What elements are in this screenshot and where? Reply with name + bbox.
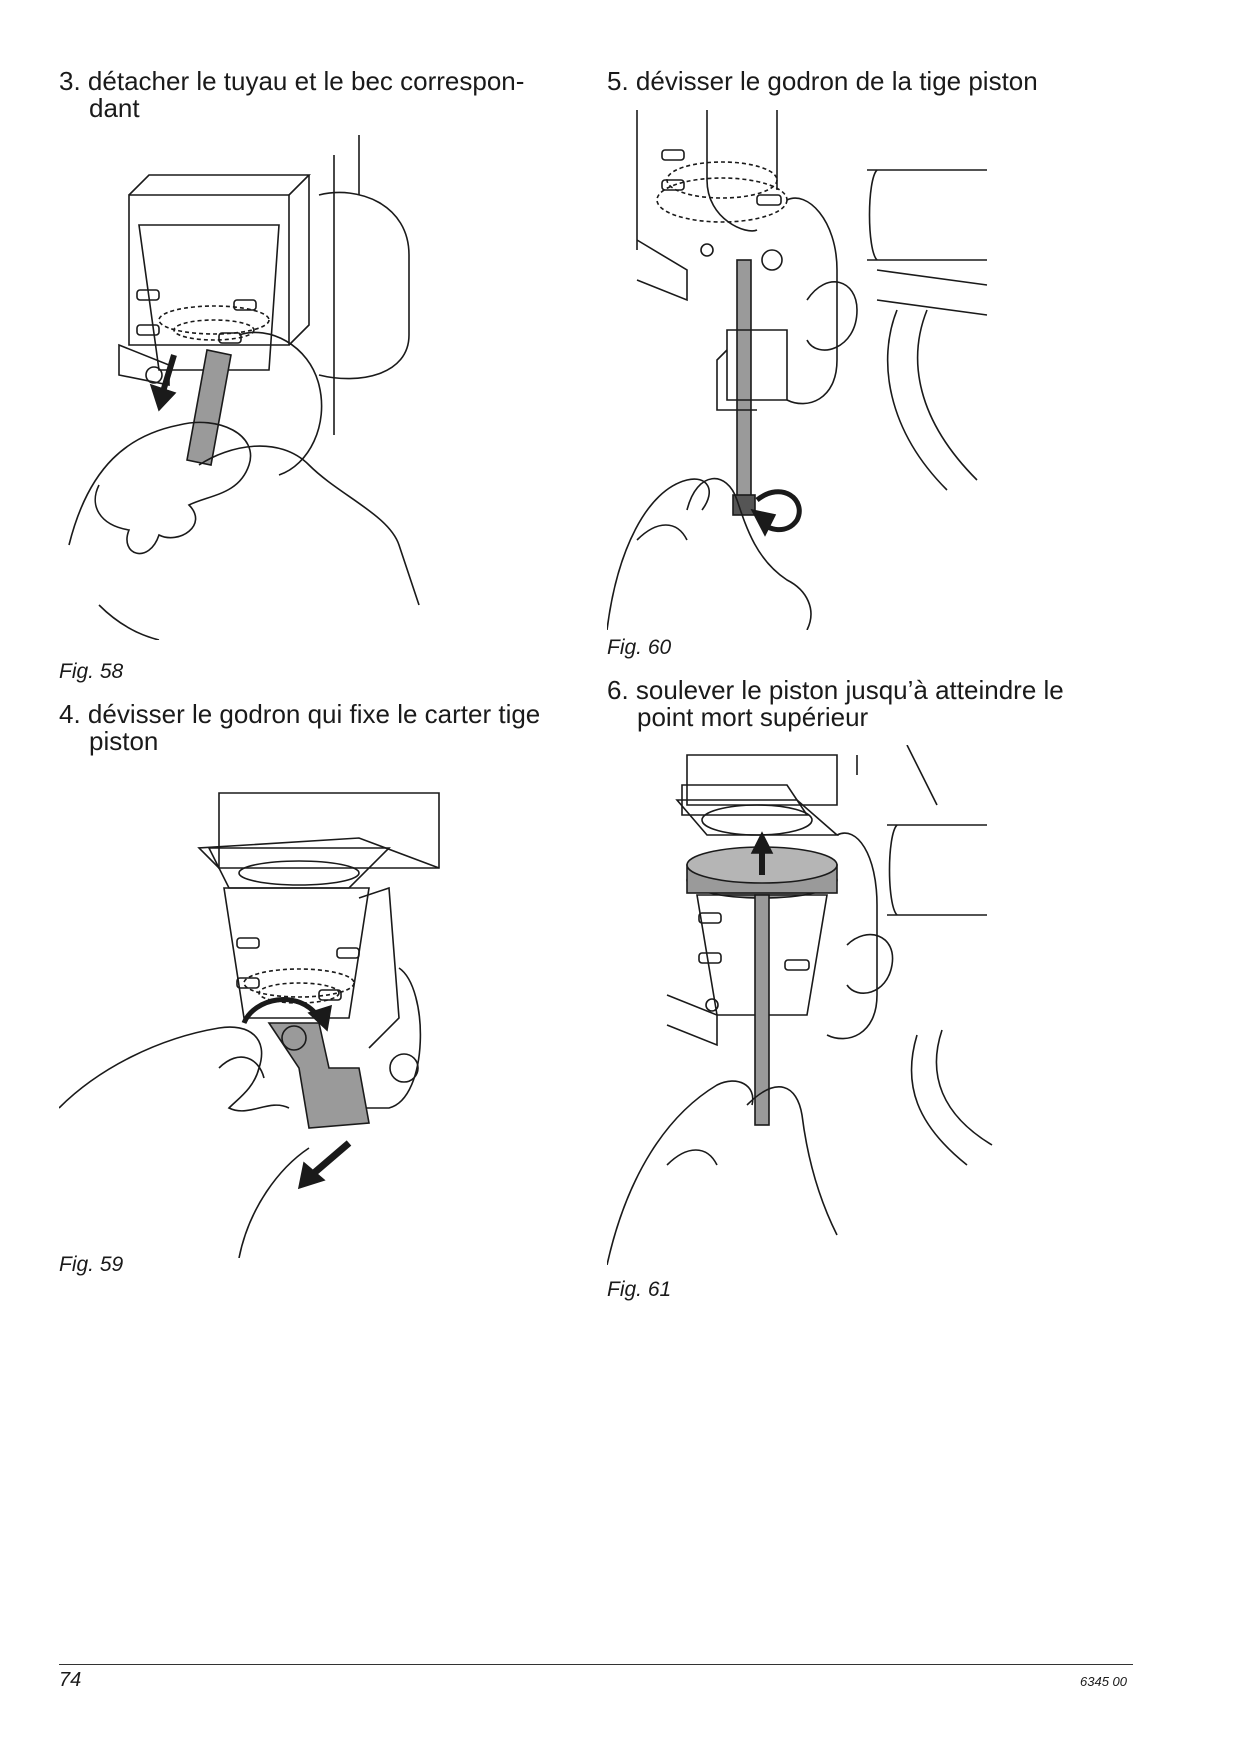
step-4-heading: 4. dévisser le godron qui fixe le carter… xyxy=(59,701,540,755)
step-5-number: 5. xyxy=(607,66,629,96)
figure-58-caption: Fig. 58 xyxy=(59,660,124,683)
step-6-text-line1: soulever le piston jusqu’à atteindre le xyxy=(635,675,1064,705)
illustration-hose-detach xyxy=(59,135,459,640)
step-3-text-line1: détacher le tuyau et le bec correspon- xyxy=(87,66,525,96)
illustration-unscrew-piston-rod-nut xyxy=(607,110,997,630)
illustration-unscrew-housing-nut xyxy=(59,768,459,1258)
step-5-text-line1: dévisser le godron de la tige piston xyxy=(635,66,1038,96)
step-6-number: 6. xyxy=(607,675,629,705)
step-6-heading: 6. soulever le piston jusqu’à atteindre … xyxy=(607,677,1064,731)
figure-59-caption: Fig. 59 xyxy=(59,1253,124,1276)
footer-rule xyxy=(59,1664,1133,1665)
step-3-heading: 3. détacher le tuyau et le bec correspon… xyxy=(59,68,524,122)
step-4-text-line1: dévisser le godron qui fixe le carter ti… xyxy=(87,699,541,729)
figure-61-caption: Fig. 61 xyxy=(607,1278,672,1301)
step-4-number: 4. xyxy=(59,699,81,729)
step-5-heading: 5. dévisser le godron de la tige piston xyxy=(607,68,1038,95)
document-code: 6345 00 xyxy=(1080,1674,1127,1689)
page-number: 74 xyxy=(59,1669,82,1691)
illustration-lift-piston-to-top-dead-centre xyxy=(607,745,997,1265)
figure-60-caption: Fig. 60 xyxy=(607,636,672,659)
step-3-text-line2: dant xyxy=(89,93,140,123)
step-6-text-line2: point mort supérieur xyxy=(637,702,869,732)
step-3-number: 3. xyxy=(59,66,81,96)
step-4-text-line2: piston xyxy=(89,726,159,756)
